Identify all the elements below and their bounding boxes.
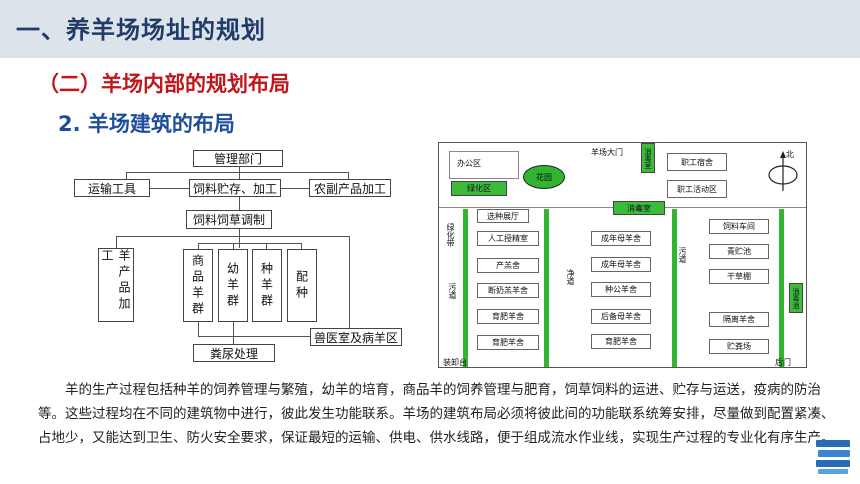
transport-box: 运输工具 <box>74 179 150 197</box>
page-title: 一、养羊场场址的规划 <box>16 16 266 44</box>
breeding-sheep-box: 种羊群 <box>252 249 282 322</box>
connector <box>126 172 127 180</box>
ram-room: 种公羊舍 <box>591 282 651 297</box>
gate-label: 羊场大门 <box>591 148 623 157</box>
connector <box>116 236 117 248</box>
connector <box>198 322 199 336</box>
garden: 花园 <box>523 165 565 189</box>
office-label: 办公区 <box>457 159 481 168</box>
selection-hall: 选种展厅 <box>477 209 529 223</box>
clean-road-label: 净道 <box>566 269 575 285</box>
connector <box>198 336 310 337</box>
green-strip <box>463 209 468 367</box>
manure-yard: 贮粪场 <box>709 339 769 354</box>
connector <box>126 172 349 173</box>
management-box: 管理部门 <box>193 150 283 167</box>
fattening-room-1: 育肥羊舍 <box>477 309 539 324</box>
green-strip <box>544 209 549 367</box>
loading-label: 装卸台 <box>443 358 467 367</box>
dirty-road-left-label: 污道 <box>448 283 457 299</box>
manure-box: 粪尿处理 <box>193 344 275 362</box>
connector <box>233 322 234 344</box>
connector <box>239 229 240 248</box>
connector <box>348 172 349 180</box>
body-paragraph: 羊的生产过程包括种羊的饲养管理与繁殖，幼羊的培育，商品羊的饲养管理与肥育，饲草饲… <box>38 382 835 446</box>
isolation-room: 隔离羊舍 <box>709 312 769 327</box>
section-heading: （二）羊场内部的规划布局 <box>38 72 290 96</box>
ai-room: 人工授精室 <box>477 231 539 246</box>
vet-room-box: 兽医室及病羊区 <box>310 328 402 346</box>
mating-box: 配种 <box>287 249 317 322</box>
office-zone <box>449 151 519 179</box>
north-label: 北 <box>786 150 794 159</box>
green-belt-label: 绿化带 <box>446 223 455 247</box>
reserve-ewe-room: 后备母羊舍 <box>591 309 651 324</box>
silage-pool: 青贮池 <box>709 244 769 259</box>
young-sheep-box: 幼羊群 <box>218 249 248 322</box>
connector <box>198 243 199 249</box>
title-bar <box>0 0 860 58</box>
green-area: 绿化区 <box>451 181 507 196</box>
back-gate-label: 后门 <box>775 358 791 367</box>
connector <box>239 197 240 210</box>
staff-activity: 职工活动区 <box>667 180 727 198</box>
disinfect-room-mid: 消毒室 <box>613 201 665 215</box>
book-stack-icon <box>816 440 850 474</box>
weaned-lamb-room: 断奶羔羊舍 <box>477 283 539 298</box>
connector <box>116 236 350 237</box>
commodity-sheep-box: 商品羊群 <box>183 249 213 322</box>
connector <box>266 243 267 249</box>
connector <box>233 243 234 249</box>
lambing-room: 产羔舍 <box>477 258 539 273</box>
disinfect-room-top: 消毒室 <box>641 143 655 173</box>
farm-products-box: 农副产品加工 <box>309 179 391 197</box>
hay-shed: 干草棚 <box>709 269 769 284</box>
connector <box>349 236 350 336</box>
green-strip <box>779 209 784 367</box>
feed-workshop: 饲料车间 <box>709 219 769 234</box>
adult-ewe-room-1: 成年母羊舍 <box>591 231 651 246</box>
feed-mixing-box: 饲料饲草调制 <box>186 210 272 229</box>
north-compass-icon <box>768 151 798 191</box>
fattening-room-2: 育肥羊舍 <box>477 335 539 350</box>
feed-storage-box: 饲料贮存、加工 <box>189 179 281 197</box>
connector <box>198 243 302 244</box>
adult-ewe-room-2: 成年母羊舍 <box>591 257 651 272</box>
farm-layout-plan: 办公区 花园 绿化区 羊场大门 消毒室 职工宿舍 职工活动区 北 选种展厅 消毒… <box>438 142 807 368</box>
dirty-road-right-label: 污道 <box>678 247 687 263</box>
disinfect-pool: 消毒池 <box>789 283 803 313</box>
fattening-room-3: 育肥羊舍 <box>591 334 651 349</box>
connector <box>150 188 190 189</box>
green-strip <box>672 209 677 367</box>
staff-dorm: 职工宿舍 <box>667 153 727 171</box>
sheep-products-box: 羊产品加工 <box>98 248 134 322</box>
subsection-heading: 2. 羊场建筑的布局 <box>58 112 235 136</box>
connector <box>301 243 302 249</box>
connector <box>280 188 310 189</box>
